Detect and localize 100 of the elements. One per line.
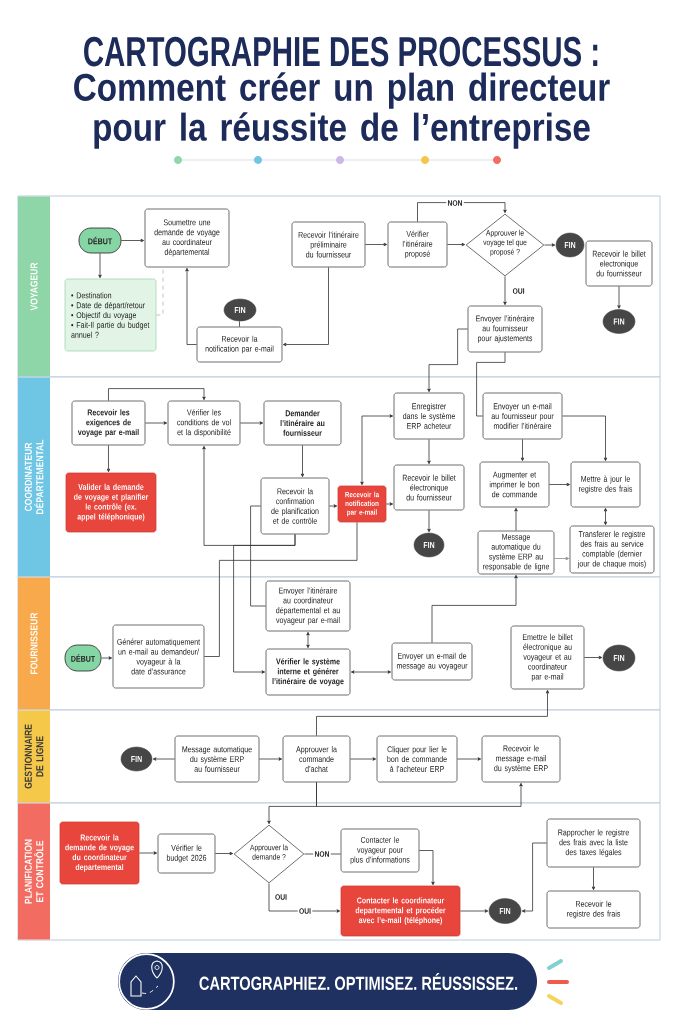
arrow [329, 504, 338, 508]
process-box: Envoyer l’itinéraire au coordinateur départemental et au voyageur par e-mail [265, 580, 351, 632]
arrow [106, 445, 111, 473]
process-box: Vérifier le système interne et générer l’itinéraire de voyage [265, 648, 351, 696]
start-terminal: DÉBUT [64, 644, 102, 672]
process-box: Envoyer l’itinéraire au fournisseur pour ajustements [467, 305, 543, 353]
process-box: Vérifier l’itinéraire proposé [387, 221, 448, 268]
arrow [603, 507, 608, 526]
arrow [215, 851, 234, 856]
process-box: Cliquer pour lier le bon de commande à l’acheteur ERP [376, 735, 458, 783]
arrow [459, 909, 489, 913]
arrow [233, 534, 296, 674]
arrow [584, 655, 603, 660]
connector-line [250, 505, 266, 607]
process-box: Rapprocher le registre des frais avec la liste des taxes légales [546, 818, 641, 868]
arrow [259, 757, 283, 761]
process-box: Demander l’itinéraire au fournisseur [263, 400, 342, 446]
process-box: Contacter le coordinateur departemental et procéder avec l’e-mail (téléphone) [340, 885, 461, 937]
lane-header: GESTIONNAIRE DE LIGNE [18, 710, 50, 803]
arrow [152, 757, 175, 761]
arrow [431, 574, 518, 643]
connector-line [204, 521, 358, 657]
arrow [98, 253, 102, 279]
process-box: Recevoir le registre des frais [546, 890, 641, 929]
process-box: Enregistrer dans le système ERP acheteur [393, 392, 465, 440]
arrow [101, 656, 113, 660]
process-box: Vérifier le budget 2026 [157, 833, 216, 874]
arrow [360, 414, 394, 486]
arrow [185, 267, 197, 345]
arrow [300, 445, 305, 478]
process-box: Approuver la commande d’achat [282, 735, 351, 783]
arrow [240, 421, 264, 425]
arrow [562, 415, 608, 462]
end-terminal: FIN [602, 644, 636, 672]
edge-label: NON [313, 849, 331, 859]
arrow [268, 883, 341, 913]
end-terminal: FIN [555, 232, 585, 258]
arrow [350, 670, 392, 674]
process-box: Message automatique du système ERP au responsable de ligne [477, 530, 555, 575]
end-terminal: FIN [602, 309, 636, 334]
process-box: Recevoir le message e-mail du système ERP [481, 735, 561, 783]
lane-header: PLANIFICATION ET CONTRÔLE [18, 803, 50, 940]
arrow [316, 782, 523, 807]
process-box: Valider la demande de voyage et planifier le contrôle (ex. appel téléphonique) [65, 472, 157, 533]
lane-header: FOURNISSEUR [18, 577, 50, 710]
arrow [549, 482, 571, 487]
process-box: Recevoir le billet electronique du fournisseur [585, 240, 653, 287]
arrow [447, 242, 466, 247]
process-box: Vérifier les conditions de vol et la disponibilité [167, 400, 241, 446]
arrow [521, 842, 547, 913]
process-box: Message automatique du système ERP au fournisseur [174, 735, 260, 783]
end-terminal: FIN [413, 532, 445, 558]
arrow [617, 286, 621, 309]
process-box: Recevoir les exigences de voyage par e-mail [71, 400, 146, 446]
arrow [350, 757, 377, 761]
lane-header: VOYAGEUR [18, 196, 50, 377]
edge-label: NON [446, 198, 464, 208]
edge-label: OUI [511, 286, 526, 296]
process-box: Recevoir la confirmation de planification et de contrôle [260, 477, 330, 535]
end-terminal: FIN [488, 898, 522, 924]
arrow [427, 328, 468, 393]
process-box: Recevoir la notification par e-mail [196, 326, 283, 363]
arrow [121, 238, 145, 243]
process-box: Emettre le billet électronique au voyageur et au coordinateur par e-mail [510, 625, 585, 690]
end-terminal: FIN [120, 746, 153, 772]
edge-label: OUI [297, 906, 313, 916]
process-box: Soumettre une demande de voyage au coordinateur départemental [144, 208, 230, 268]
arrow [503, 276, 507, 306]
arrow [316, 689, 550, 736]
process-box: Mettre à jour le registre des frais [570, 461, 641, 508]
process-box: Recevoir la demande de voyage du coordinateur departemental [59, 821, 140, 885]
process-box: Générer automatiquement un e-mail au demandeur/ voyageur à la date d’assurance [112, 624, 205, 689]
arrow [306, 631, 310, 649]
note-box: • Destination • Date de départ/retour • Objectif du voyage • Fait-Il partie du budget annuel ? [64, 278, 157, 352]
lane-header: COORDINATEUR DÉPARTEMENTAL [18, 377, 50, 577]
arrow [282, 267, 329, 347]
end-terminal: FIN [223, 298, 257, 322]
arrow [417, 202, 507, 222]
arrow [145, 421, 168, 425]
arrow [520, 439, 525, 462]
process-box: Envoyer un e-mail de message au voyageur [391, 642, 473, 681]
process-box: Contacter le voyageur pour plus d’informations [340, 828, 420, 873]
arrow [427, 510, 431, 533]
arrow [108, 388, 206, 401]
arrow [514, 507, 518, 531]
arrow [365, 242, 388, 247]
arrow [591, 867, 596, 891]
process-box: Recevoir l’itinéraire préliminaire du fournisseur [291, 221, 366, 268]
process-box: Envoyer un e-mail au fournisseur pour modifier l’itinéraire [482, 392, 563, 440]
arrow [457, 757, 482, 761]
arrow [554, 556, 570, 561]
title: CARTOGRAPHIE DES PROCESSUS : [84, 36, 598, 67]
branch-label: OUI [275, 894, 287, 900]
arrow [427, 439, 431, 465]
subtitle: Comment créer un plan directeur pour la réussite de l’entreprise [74, 72, 610, 149]
process-box: Transferer le registre des frais au service comptable (dernier jour de chaque mois) [569, 525, 655, 574]
arrow [419, 850, 435, 886]
arrow [544, 243, 556, 247]
process-box: Recevoir le billet électronique du fournisseur [393, 464, 465, 511]
connector-line [155, 267, 164, 316]
